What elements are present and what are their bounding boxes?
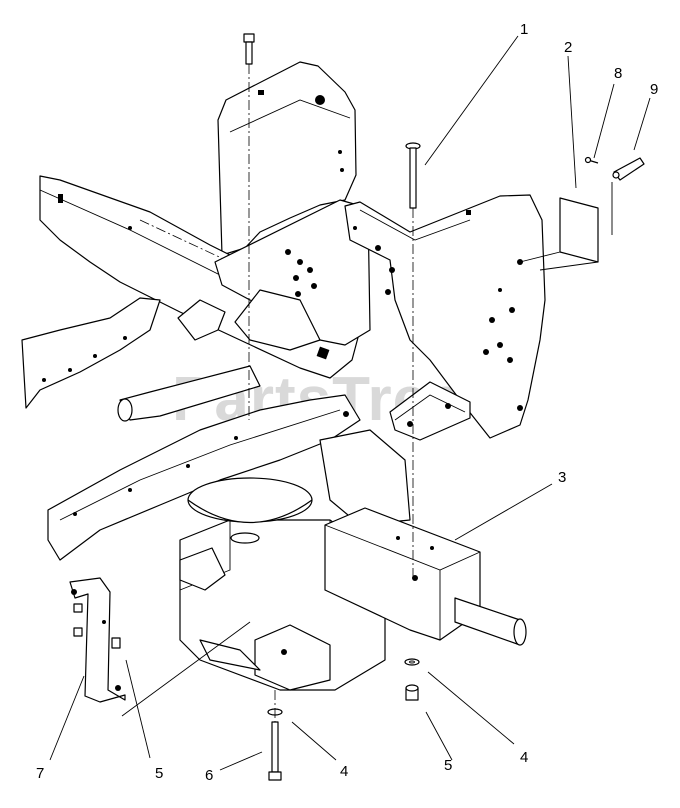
transmission-housing xyxy=(179,429,411,691)
leader-lines xyxy=(49,35,651,771)
long-bolt-1 xyxy=(405,142,421,580)
torque-bracket xyxy=(69,577,126,703)
callout-labels: 1 2 8 9 3 7 5 6 4 5 4 xyxy=(36,21,658,784)
callout-2: 2 xyxy=(564,39,572,56)
bolt-6 xyxy=(268,690,282,781)
left-lower-rail xyxy=(21,297,161,409)
callout-5-right: 5 xyxy=(444,757,452,774)
callout-1: 1 xyxy=(520,21,528,38)
callout-9: 9 xyxy=(650,81,658,98)
nut-5-left xyxy=(73,603,121,649)
callout-7: 7 xyxy=(36,765,44,782)
nut-5-right xyxy=(405,684,419,701)
washer-4-right xyxy=(404,658,420,666)
callout-4-right: 4 xyxy=(520,749,528,766)
rear-axle-tube xyxy=(117,365,261,422)
callout-5-left: 5 xyxy=(155,765,163,782)
right-frame-plate xyxy=(344,194,546,439)
callout-3: 3 xyxy=(558,469,566,486)
decal-2 xyxy=(519,197,599,271)
wire-terminal-9 xyxy=(611,157,645,235)
screw-8 xyxy=(584,156,599,164)
callout-4-bottom: 4 xyxy=(340,763,348,780)
callout-8: 8 xyxy=(614,65,622,82)
bolt-top-left xyxy=(243,33,255,420)
right-bracket xyxy=(389,381,471,441)
callout-6: 6 xyxy=(205,767,213,784)
transaxle xyxy=(324,507,527,646)
